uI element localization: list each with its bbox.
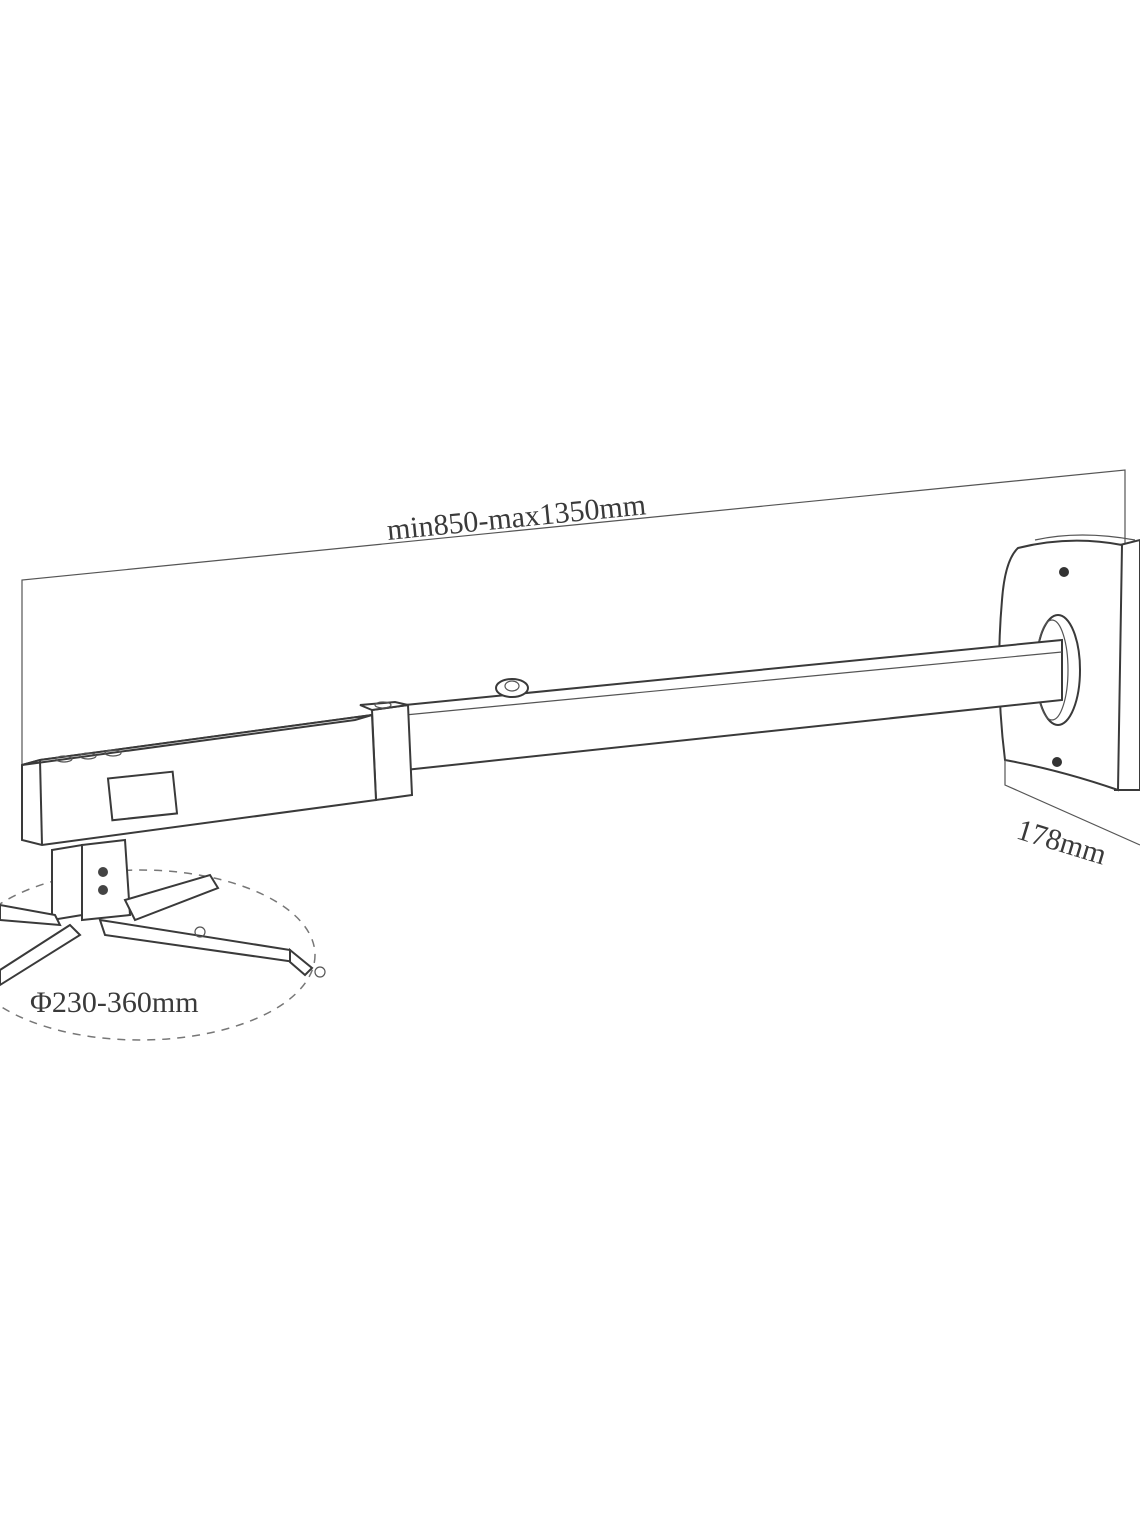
ceiling-plate-diameter-label: Φ230-360mm xyxy=(30,986,199,1019)
label-plate xyxy=(106,770,179,822)
inner-tube xyxy=(404,638,1063,772)
wall-plate-depth-label: 178mm xyxy=(1013,813,1110,871)
diameter-range-ellipse xyxy=(0,869,316,1041)
length-dimension-lines xyxy=(21,469,1126,765)
outer-section xyxy=(21,713,378,847)
arm-length-label: min850-max1350mm xyxy=(385,488,647,547)
sleeve xyxy=(359,700,414,802)
projector-bracket xyxy=(0,838,326,1041)
screw-icon xyxy=(1052,757,1062,767)
screw-icon xyxy=(1059,567,1069,577)
